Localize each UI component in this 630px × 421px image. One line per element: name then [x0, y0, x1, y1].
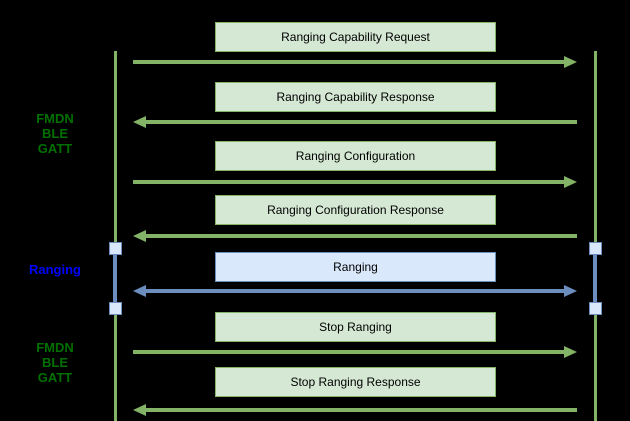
message-box-ranging-capability-response: Ranging Capability Response — [215, 82, 496, 112]
phase-label-ranging: Ranging — [18, 262, 92, 277]
message-label: Ranging — [333, 260, 378, 274]
arrow-stop-ranging — [133, 346, 577, 358]
arrow-ranging-capability-request — [133, 56, 577, 68]
arrow-shaft — [133, 60, 566, 64]
activation-marker-right-start — [589, 242, 602, 255]
activation-marker-left-start — [109, 242, 122, 255]
arrowhead-right-icon — [564, 346, 577, 358]
phase-label-line: BLE — [42, 355, 68, 370]
activation-marker-left-end — [109, 302, 122, 315]
arrowhead-left-icon — [133, 404, 146, 416]
phase-label-line: GATT — [37, 141, 73, 156]
arrow-shaft — [133, 180, 566, 184]
arrow-shaft — [144, 120, 577, 124]
arrowhead-left-icon — [133, 285, 146, 297]
ranging-session-segment-left — [113, 248, 117, 309]
arrow-shaft — [144, 408, 577, 412]
message-label: Stop Ranging — [319, 320, 392, 334]
phase-label-line: FMDN — [36, 340, 74, 355]
message-label: Ranging Configuration Response — [267, 203, 444, 217]
message-label: Ranging Capability Request — [281, 30, 430, 44]
phase-label-line: GATT — [37, 370, 73, 385]
arrow-shaft — [144, 289, 566, 293]
arrow-shaft — [144, 234, 577, 238]
phase-label-line: FMDN — [36, 111, 74, 126]
arrow-ranging-configuration — [133, 176, 577, 188]
phase-label-fmdn-ble-gatt-bottom: FMDN BLE GATT — [18, 340, 92, 385]
arrowhead-right-icon — [564, 56, 577, 68]
lifeline-left — [113, 51, 117, 421]
ranging-session-segment-right — [593, 248, 597, 309]
phase-label-line: Ranging — [29, 262, 81, 277]
arrowhead-left-icon — [133, 230, 146, 242]
message-label: Ranging Configuration — [295, 149, 416, 163]
arrowhead-right-icon — [564, 176, 577, 188]
arrow-ranging-configuration-response — [133, 230, 577, 242]
message-label: Stop Ranging Response — [290, 375, 421, 389]
arrow-stop-ranging-response — [133, 404, 577, 416]
lifeline-right — [593, 51, 597, 421]
message-label: Ranging Capability Response — [276, 90, 435, 104]
message-box-ranging-configuration-response: Ranging Configuration Response — [215, 195, 496, 225]
message-box-stop-ranging-response: Stop Ranging Response — [215, 367, 496, 397]
arrowhead-left-icon — [133, 116, 146, 128]
message-box-stop-ranging: Stop Ranging — [215, 312, 496, 342]
arrowhead-right-icon — [564, 285, 577, 297]
message-box-ranging: Ranging — [215, 252, 496, 282]
arrow-shaft — [133, 350, 566, 354]
activation-marker-right-end — [589, 302, 602, 315]
arrow-ranging-bidirectional — [133, 285, 577, 297]
phase-label-fmdn-ble-gatt-top: FMDN BLE GATT — [18, 111, 92, 156]
message-box-ranging-capability-request: Ranging Capability Request — [215, 22, 496, 52]
message-box-ranging-configuration: Ranging Configuration — [215, 141, 496, 171]
phase-label-line: BLE — [42, 126, 68, 141]
arrow-ranging-capability-response — [133, 116, 577, 128]
